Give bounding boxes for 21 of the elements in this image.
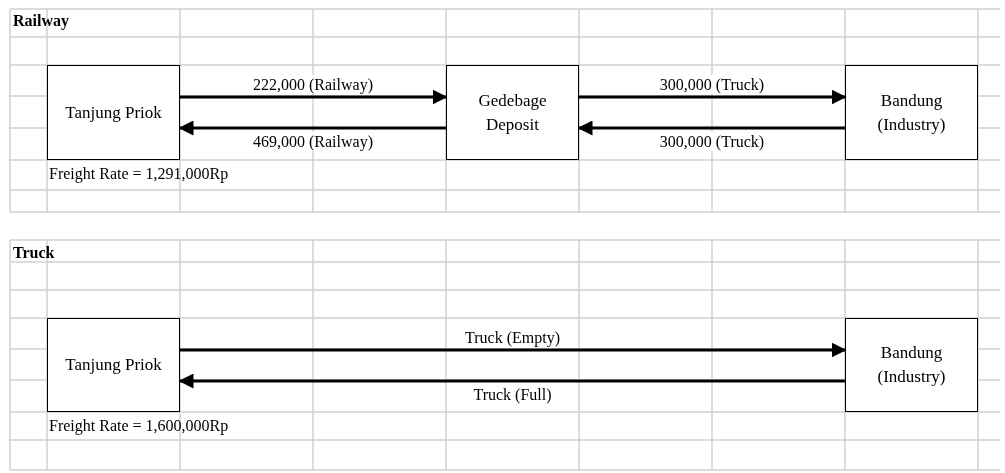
- section-title: Railway: [13, 11, 69, 31]
- edge-label: 469,000 (Railway): [251, 132, 375, 151]
- section-title: Truck: [13, 243, 55, 263]
- location-box: Bandung (Industry): [845, 65, 978, 160]
- location-box: Bandung (Industry): [845, 318, 978, 412]
- arrow: [577, 120, 845, 136]
- edge-label: Truck (Empty): [463, 328, 562, 347]
- freight-rate-note: Freight Rate = 1,600,000Rp: [49, 416, 229, 436]
- edge-label: 300,000 (Truck): [657, 75, 767, 94]
- freight-rate-note: Freight Rate = 1,291,000Rp: [49, 164, 229, 184]
- location-box: Tanjung Priok: [47, 65, 180, 160]
- arrow: [178, 373, 845, 389]
- location-box: Gedebage Deposit: [446, 65, 579, 160]
- location-box: Tanjung Priok: [47, 318, 180, 412]
- arrow: [180, 89, 448, 105]
- arrow: [180, 342, 847, 358]
- edge-label: Truck (Full): [471, 385, 554, 404]
- arrow: [579, 89, 847, 105]
- edge-label: 300,000 (Truck): [657, 132, 767, 151]
- arrow: [178, 120, 446, 136]
- edge-label: 222,000 (Railway): [251, 75, 375, 94]
